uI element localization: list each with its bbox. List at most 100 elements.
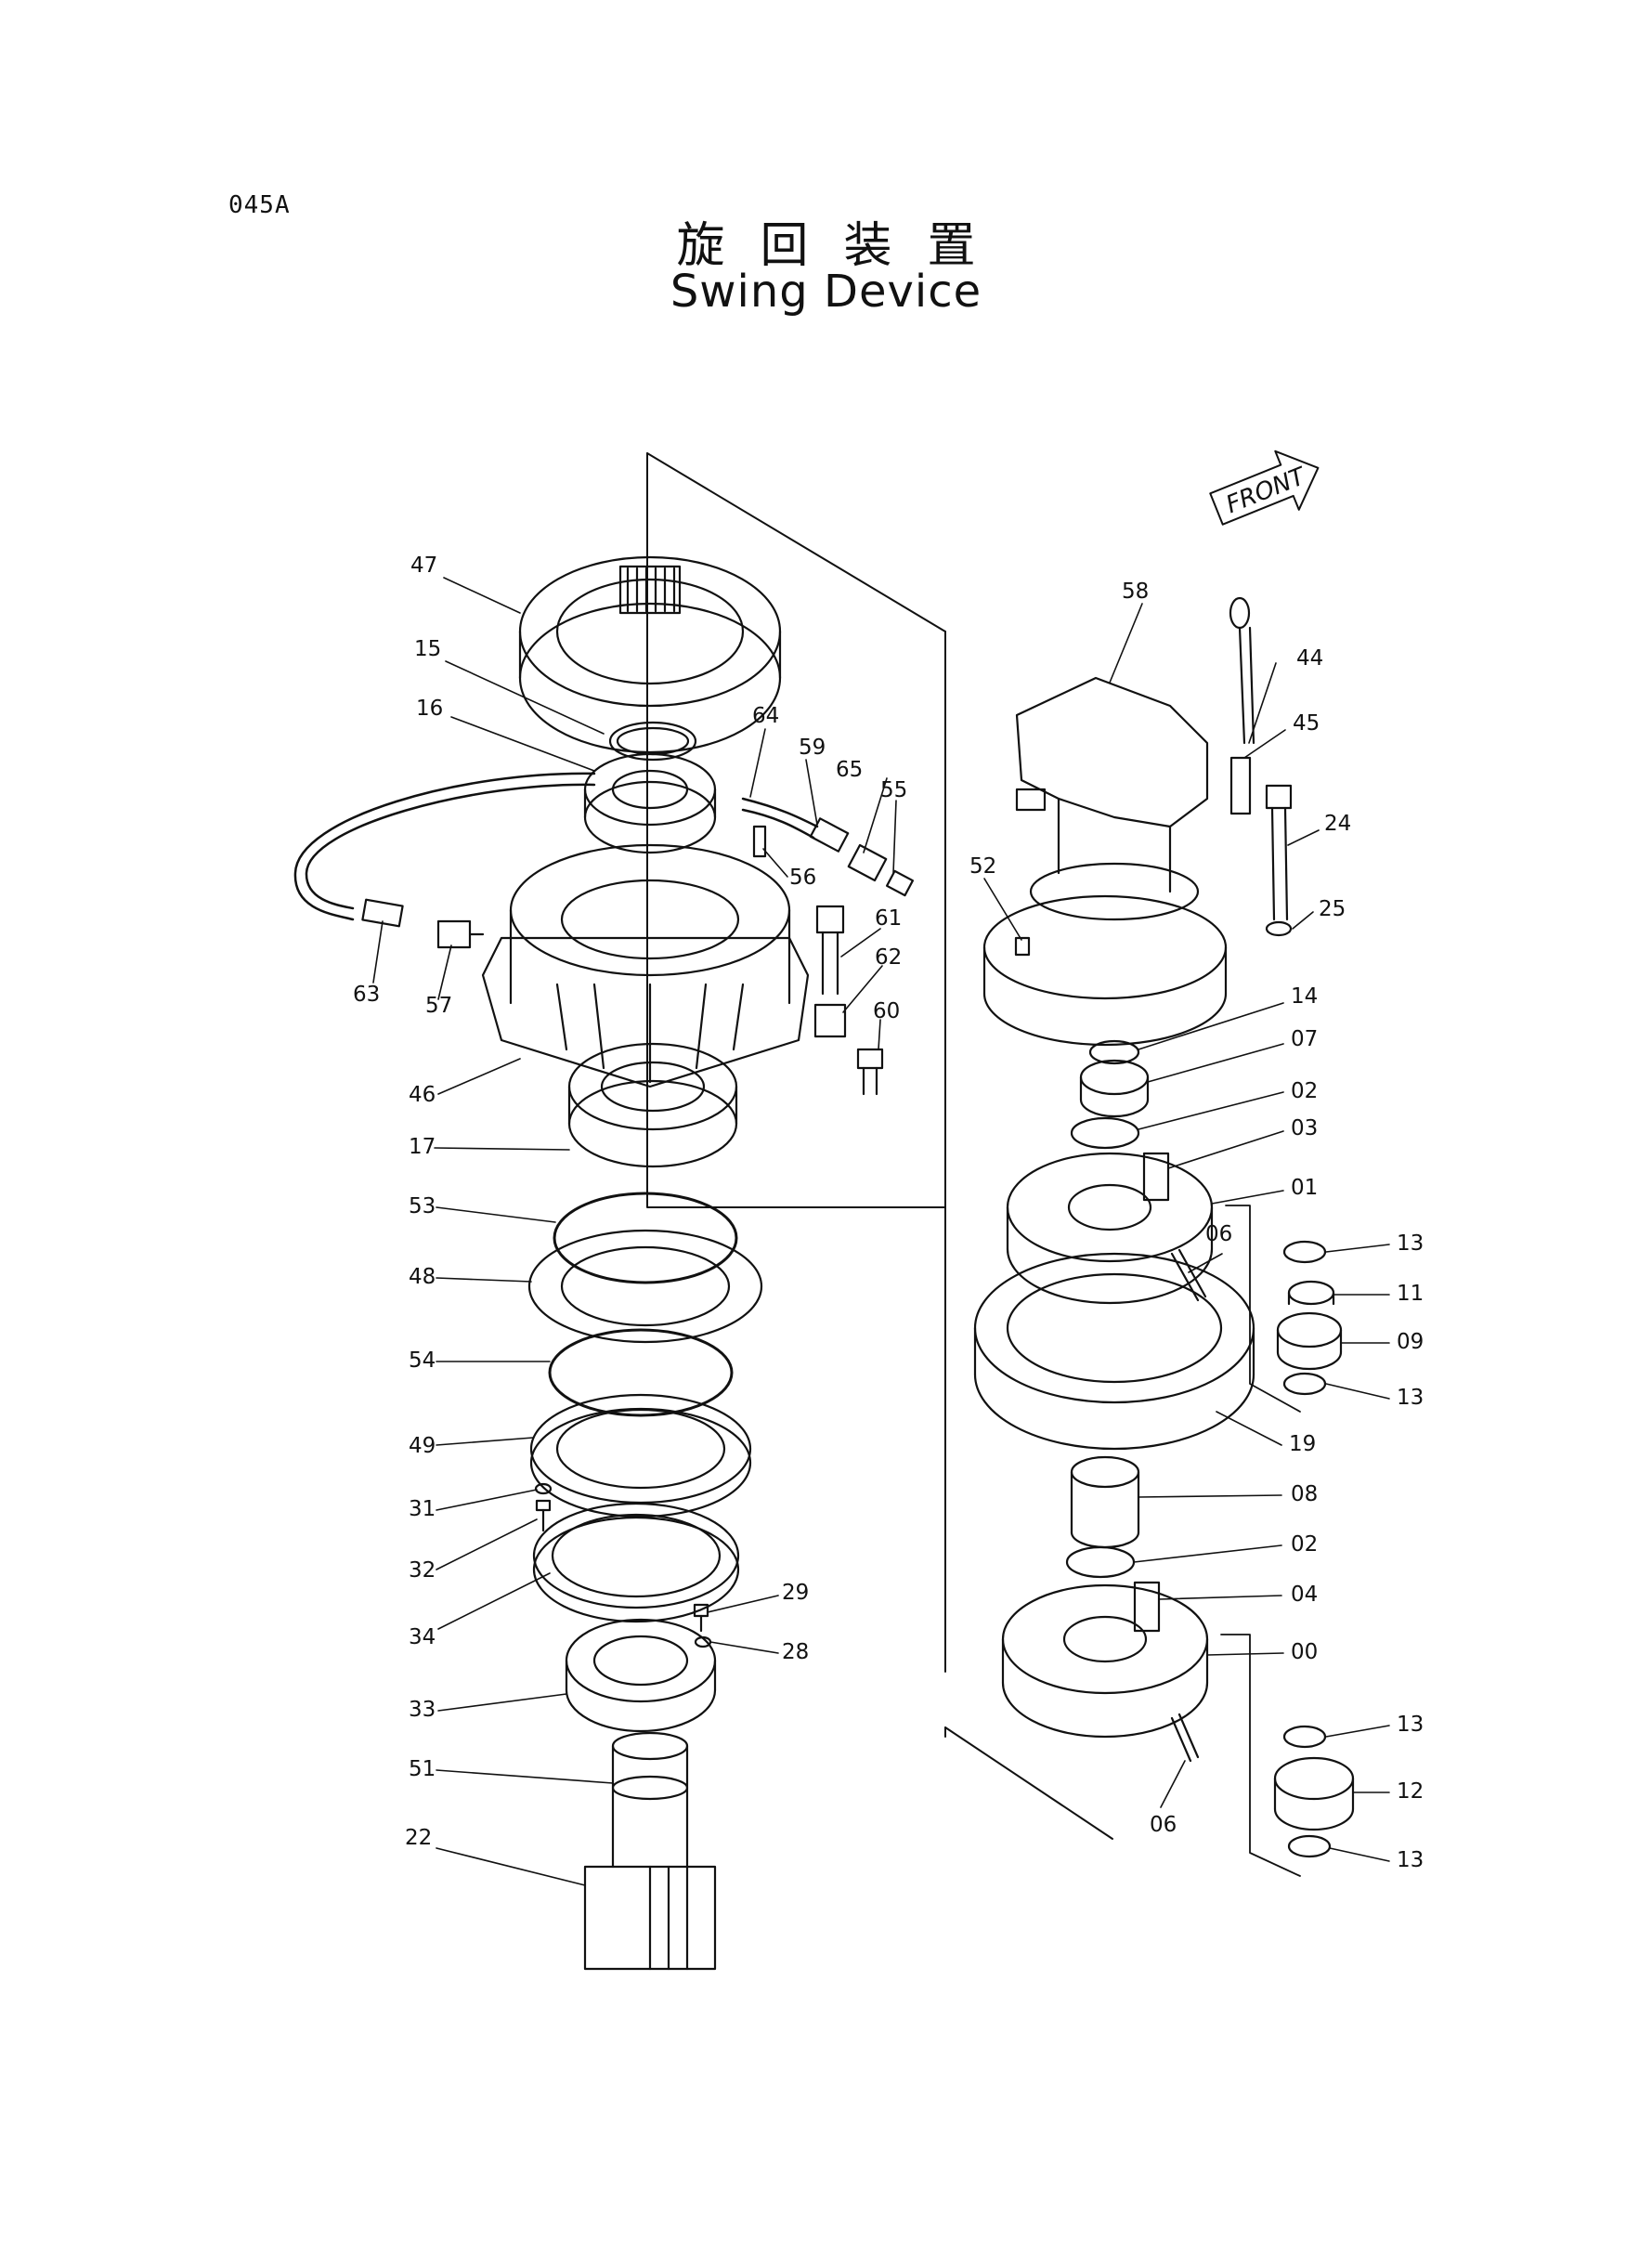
part-59-fitting [809,817,850,853]
callout-48: 48 [409,1265,436,1289]
part-00-carrier [1001,1583,1209,1739]
callout-32: 32 [409,1558,436,1583]
part-11-needle-bearing [1287,1280,1335,1306]
callout-63: 63 [353,983,380,1007]
part-34-seal [532,1502,740,1623]
callout-29: 29 [782,1581,809,1605]
callout-07: 07 [1291,1027,1318,1051]
callout-25: 25 [1319,897,1346,921]
part-51-ring [611,1775,689,1801]
callout-09: 09 [1397,1330,1424,1354]
callout-53: 53 [409,1194,436,1218]
callout-31: 31 [409,1497,436,1521]
part-14-snap-ring [1088,1039,1140,1065]
planet-bracket-lower [1220,1634,1301,1877]
part-33-cover [565,1618,717,1733]
callout-60: 60 [873,999,900,1023]
callout-24: 24 [1324,812,1351,836]
part-63-fitting [361,898,404,928]
part-49-collar [529,1393,752,1518]
part-08-sun-gear [1070,1455,1140,1549]
callout-34: 34 [409,1625,436,1649]
callout-28: 28 [782,1640,809,1664]
callout-17: 17 [409,1135,436,1159]
part-52-plug [1014,936,1031,957]
callout-06-upper: 06 [1205,1222,1232,1246]
part-24-bolt [1265,784,1293,921]
callout-04: 04 [1291,1583,1318,1607]
callout-59: 59 [799,736,826,760]
part-04-pin [1133,1581,1161,1633]
part-13-washer-d [1287,1834,1332,1858]
callout-12: 12 [1397,1779,1424,1804]
part-45-tube [1229,756,1252,815]
callout-54: 54 [409,1348,436,1373]
callout-49: 49 [409,1434,436,1458]
callout-57: 57 [425,994,452,1018]
callout-16: 16 [416,697,443,721]
callout-06-lower: 06 [1150,1813,1177,1837]
callout-13-d: 13 [1397,1848,1424,1872]
callout-13-c: 13 [1397,1713,1424,1737]
callout-55: 55 [880,778,907,802]
part-17-bearing [567,1042,738,1168]
part-06-spring-pin-lower [1170,1713,1200,1763]
planet-bracket-upper [1225,1205,1301,1413]
part-19-ring-gear [973,1252,1255,1451]
part-60-bolt [856,1048,884,1096]
callout-19: 19 [1289,1432,1316,1456]
part-16-bearing [583,752,717,854]
callout-15: 15 [414,637,441,661]
part-32-screw [535,1499,552,1532]
part-22-pinion-shaft [583,1731,717,1971]
callout-46: 46 [409,1083,436,1107]
part-09-planet-gear [1276,1311,1343,1371]
part-07-sun-gear [1079,1059,1150,1118]
title-english: Swing Device [670,266,982,318]
part-13-washer-a [1282,1240,1327,1264]
part-12-planet-gear [1273,1756,1355,1831]
part-25-washer [1265,920,1293,937]
callout-08: 08 [1291,1482,1318,1506]
callout-47: 47 [410,554,437,578]
callout-14: 14 [1291,984,1318,1009]
part-64-hose [293,772,819,921]
part-58-swing-motor [982,676,1228,1047]
callout-02-lower: 02 [1291,1532,1318,1557]
assembly-boundary [646,452,1113,1840]
part-61-bolt [815,905,845,996]
page-code: 045A [228,191,291,219]
callout-03: 03 [1291,1116,1318,1140]
part-55-plug [885,869,915,897]
callout-labels: 47 15 16 64 59 65 55 56 61 62 60 63 57 4… [353,554,1424,1872]
callout-22: 22 [405,1826,432,1850]
part-13-washer-b [1282,1372,1327,1396]
part-65-fitting [847,843,888,882]
part-02-thrust-plate-upper [1070,1116,1140,1150]
title-japanese: 旋回装置 [676,218,1011,274]
callout-52: 52 [969,854,996,879]
part-46-housing [481,843,810,1088]
part-13-washer-c [1282,1725,1327,1749]
callout-13-a: 13 [1397,1231,1424,1256]
callout-02-upper: 02 [1291,1079,1318,1103]
part-29-screw [693,1603,709,1633]
part-53-o-ring [553,1192,738,1284]
callout-61: 61 [875,906,902,931]
callout-45: 45 [1293,711,1320,736]
callout-62: 62 [875,945,902,970]
part-01-carrier [1006,1152,1214,1305]
part-47-ring-gear [518,555,782,754]
part-48-plate [527,1229,763,1344]
callout-65: 65 [836,758,863,782]
callout-44: 44 [1296,646,1323,671]
part-62-spacer [813,1003,847,1038]
callout-64: 64 [752,704,779,728]
callout-11: 11 [1397,1282,1424,1306]
callout-01: 01 [1291,1176,1318,1200]
part-31-washer [534,1482,553,1495]
callout-13-b: 13 [1397,1386,1424,1410]
callout-58: 58 [1122,580,1149,604]
